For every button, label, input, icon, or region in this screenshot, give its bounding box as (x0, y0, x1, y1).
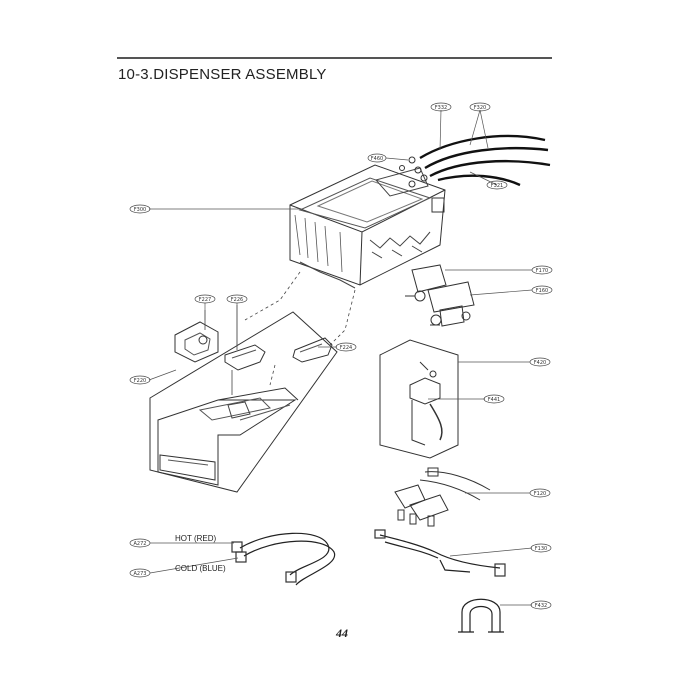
dispenser-housing (289, 164, 446, 289)
title-rule (117, 57, 552, 59)
callout-bubbles (129, 102, 553, 610)
callout-f320: F320 (474, 105, 486, 111)
callout-f460: F460 (371, 156, 383, 162)
callout-f226: F226 (231, 297, 243, 303)
page-number: 44 (336, 626, 348, 640)
callout-f120: F120 (534, 491, 546, 497)
callout-f170: F170 (536, 268, 548, 274)
callout-f332: F332 (435, 105, 447, 111)
cold-hose-label: COLD (BLUE) (175, 564, 226, 573)
callout-f220: F220 (134, 378, 146, 384)
callout-f441: F441 (488, 397, 500, 403)
page-title: 10-3.DISPENSER ASSEMBLY (118, 66, 327, 83)
wire-harness-f130 (374, 529, 506, 577)
callout-f160: F160 (536, 288, 548, 294)
callout-f420: F420 (534, 360, 546, 366)
callout-a272: A272 (134, 541, 147, 547)
hose-clip (458, 598, 504, 633)
callout-f227: F227 (199, 297, 211, 303)
callout-f321: F321 (491, 183, 503, 189)
callout-f300: F300 (134, 207, 146, 213)
inlet-hoses (419, 134, 551, 187)
hot-hose-label: HOT (RED) (175, 534, 217, 543)
callout-f432: F432 (535, 603, 547, 609)
wire-harness-f120 (394, 467, 491, 527)
hose-fittings (399, 156, 428, 188)
callout-f224: F224 (340, 345, 352, 351)
water-valves (405, 264, 475, 327)
softener-cap (174, 321, 219, 363)
drawer-group-frame (149, 311, 338, 493)
drawer-guide-lines (204, 305, 238, 395)
leader-lines (148, 109, 533, 606)
detergent-cap (292, 337, 333, 363)
bleach-cap (224, 344, 266, 371)
drawer (157, 387, 299, 486)
inlet-hoses-hot-cold (231, 532, 336, 586)
pressure-switch-box (379, 339, 459, 459)
alignment-lines (244, 271, 356, 386)
callout-a273: A273 (134, 571, 147, 577)
callout-f130: F130 (535, 546, 547, 552)
